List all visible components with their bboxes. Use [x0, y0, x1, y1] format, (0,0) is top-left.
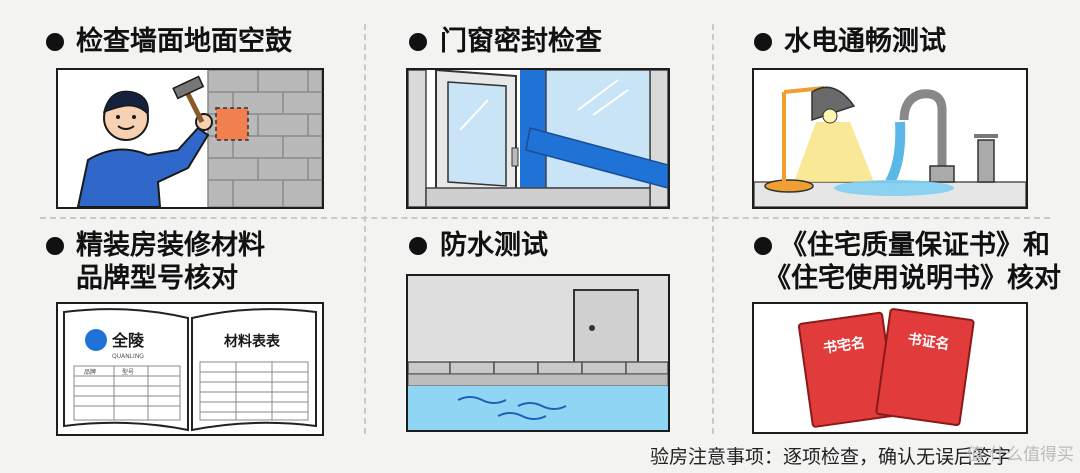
book-col2: 型号	[122, 368, 134, 376]
watermark-text: 值 什么值得买	[966, 445, 1074, 465]
column-divider-2	[712, 24, 714, 434]
book-table-title: 材料表表	[224, 333, 281, 350]
lamp-faucet-icon	[752, 68, 1028, 209]
material-book-icon: 全陵 QUANLING 材料表表 品牌 型号	[56, 302, 324, 436]
certificate-right-label: 书证名	[907, 330, 951, 353]
bullet-icon	[754, 237, 772, 255]
waterproof-icon	[406, 274, 670, 432]
column-divider-1	[364, 24, 366, 434]
item-6-title-line1: 《住宅质量保证书》和	[780, 230, 1050, 261]
bullet-icon	[754, 33, 772, 51]
item-2-title: 门窗密封检查	[440, 26, 602, 57]
book-brand-sub: QUANLING	[112, 353, 144, 360]
item-4-title-line1: 精装房装修材料	[76, 230, 265, 261]
footer-note: 验房注意事项：逐项检查，确认无误后签字	[650, 446, 1012, 468]
bullet-icon	[409, 33, 427, 51]
book-brand: 全陵	[111, 331, 145, 350]
certificate-books-icon: 书宅名 书证名	[752, 302, 1028, 434]
item-1-title: 检查墙面地面空鼓	[76, 26, 292, 57]
certificate-left-label: 书宅名	[822, 334, 866, 357]
item-6-title-line2: 《住宅使用说明书》核对	[764, 263, 1061, 294]
bullet-icon	[46, 33, 64, 51]
window-seal-icon	[406, 68, 670, 209]
row-divider	[40, 217, 1050, 219]
item-3-title: 水电通畅测试	[784, 26, 946, 57]
bullet-icon	[409, 237, 427, 255]
item-4-title-line2: 品牌型号核对	[76, 263, 238, 294]
hammer-wall-icon	[56, 68, 324, 209]
book-col1: 品牌	[84, 368, 96, 376]
item-5-title: 防水测试	[440, 230, 548, 261]
bullet-icon	[46, 237, 64, 255]
